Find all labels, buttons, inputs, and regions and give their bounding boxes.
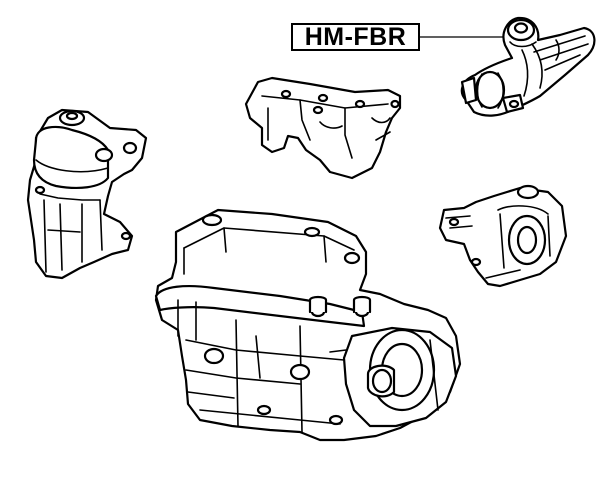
part-code-label: HM-FBR [291, 23, 420, 51]
upper-bracket[interactable] [244, 76, 402, 180]
engine-transmission-assembly[interactable] [154, 208, 462, 442]
rear-torque-rod-mount[interactable] [460, 16, 596, 117]
right-engine-mount[interactable] [26, 108, 148, 280]
left-transmission-mount[interactable] [438, 184, 568, 288]
part-code-text: HM-FBR [304, 22, 407, 51]
